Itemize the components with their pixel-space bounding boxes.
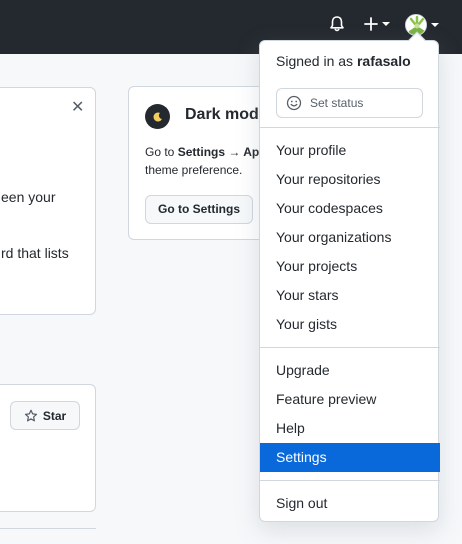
go-to-settings-button[interactable]: Go to Settings <box>145 195 253 224</box>
create-new-dropdown[interactable] <box>363 13 395 35</box>
close-icon[interactable]: ✕ <box>71 99 85 116</box>
menu-item-your-organizations[interactable]: Your organizations <box>276 229 392 245</box>
username: rafasalo <box>356 53 411 69</box>
menu-item-your-codespaces[interactable]: Your codespaces <box>276 200 383 216</box>
dark-mode-card: Dark mode Go to Settings → Appearance th… <box>128 86 268 240</box>
menu-item-feature-preview[interactable]: Feature preview <box>276 391 377 407</box>
menu-item-your-repositories[interactable]: Your repositories <box>276 171 381 187</box>
bell-icon[interactable] <box>327 14 347 34</box>
menu-item-upgrade[interactable]: Upgrade <box>276 362 330 378</box>
smiley-icon <box>286 95 302 111</box>
description-prefix: Go to <box>145 145 178 159</box>
dark-mode-description: Go to Settings → Appearance <box>145 145 267 159</box>
menu-item-settings[interactable]: Settings <box>260 443 440 472</box>
description-bold: Settings → Appearance <box>177 145 267 159</box>
plus-icon <box>364 17 378 31</box>
signed-in-as: Signed in as rafasalo <box>276 53 411 69</box>
set-status-button[interactable]: Set status <box>276 88 423 118</box>
star-button[interactable]: Star <box>10 401 80 430</box>
menu-item-your-profile[interactable]: Your profile <box>276 142 347 158</box>
menu-divider <box>260 480 440 481</box>
menu-item-help[interactable]: Help <box>276 420 305 436</box>
dark-mode-description-line-2: theme preference. <box>145 163 243 177</box>
menu-item-your-projects[interactable]: Your projects <box>276 258 358 274</box>
header-bar <box>0 0 462 54</box>
chevron-down-icon <box>382 22 390 26</box>
divider <box>0 528 96 529</box>
user-menu-toggle[interactable] <box>405 12 441 38</box>
menu-divider <box>260 127 440 128</box>
repo-card: Star <box>0 384 96 512</box>
star-label: Star <box>42 408 67 423</box>
menu-item-your-stars[interactable]: Your stars <box>276 287 339 303</box>
welcome-card: ✕ een your rd that lists <box>0 87 96 315</box>
welcome-text-line-1: een your <box>1 189 56 205</box>
avatar <box>405 14 427 36</box>
menu-item-sign-out[interactable]: Sign out <box>276 495 328 511</box>
chevron-down-icon <box>431 23 439 27</box>
menu-divider <box>260 347 440 348</box>
dark-mode-title: Dark mode <box>185 106 268 123</box>
moon-icon <box>145 104 170 129</box>
avatar-icon <box>406 15 426 35</box>
star-icon <box>24 409 37 421</box>
set-status-label: Set status <box>310 96 364 110</box>
welcome-text-line-2: rd that lists <box>1 245 69 261</box>
signed-in-prefix: Signed in as <box>276 53 357 69</box>
menu-item-your-gists[interactable]: Your gists <box>276 316 337 332</box>
user-dropdown-menu: Signed in as rafasalo Set status Your pr… <box>259 31 440 522</box>
